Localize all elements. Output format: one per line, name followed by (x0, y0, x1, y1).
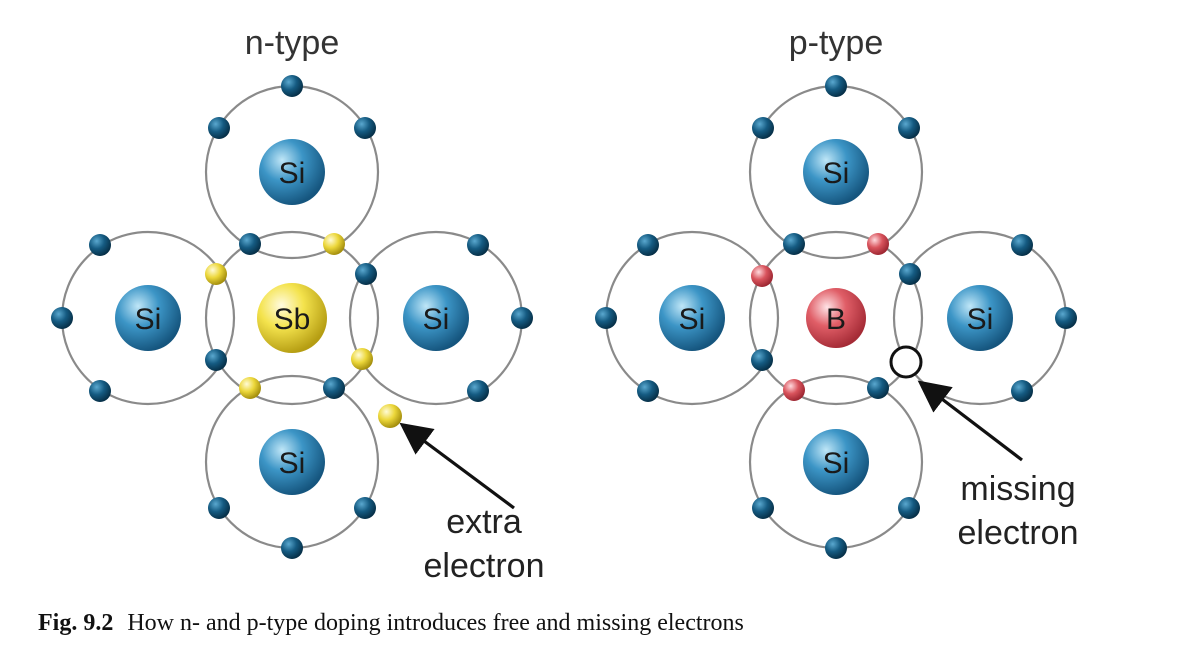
electron-dot-icon (783, 233, 805, 255)
atom-label: Si (135, 303, 162, 336)
extra-electron-dot-icon (378, 404, 402, 428)
caption-text: How n- and p-type doping introduces free… (127, 610, 744, 636)
atom-label: Sb (274, 303, 311, 336)
donor-electron-dot-icon (323, 233, 345, 255)
atom-label: Si (967, 303, 994, 336)
ntype-orbit-center (204, 230, 380, 406)
electron-dot-icon (467, 234, 489, 256)
ptype-orbits (604, 84, 1068, 550)
ptype-title: p-type (789, 24, 884, 62)
antimony-atom-icon: Sb (257, 283, 327, 353)
silicon-atom-icon: Si (115, 285, 181, 351)
silicon-atom-icon: Si (659, 285, 725, 351)
ptype-atoms: Si Si B Si Si (659, 139, 1013, 495)
electron-dot-icon (752, 117, 774, 139)
atom-label: B (826, 303, 846, 336)
ntype-electrons (51, 75, 533, 559)
silicon-atom-icon: Si (803, 139, 869, 205)
atom-label: Si (279, 447, 306, 480)
ptype-annotation-line2: electron (958, 514, 1079, 552)
electron-dot-icon (208, 117, 230, 139)
figure-caption: Fig. 9.2 How n- and p-type doping introdu… (38, 610, 744, 637)
atom-label: Si (279, 157, 306, 190)
silicon-atom-icon: Si (947, 285, 1013, 351)
figure-number: Fig. 9.2 (38, 610, 114, 636)
atom-label: Si (679, 303, 706, 336)
donor-electron-dot-icon (239, 377, 261, 399)
electron-dot-icon (323, 377, 345, 399)
atom-label: Si (423, 303, 450, 336)
silicon-atom-icon: Si (803, 429, 869, 495)
ptype-orbit-center (748, 230, 924, 406)
electron-dot-icon (511, 307, 533, 329)
arrow-icon (917, 380, 1023, 462)
doping-diagram: n-type (51, 24, 1078, 585)
electron-dot-icon (281, 537, 303, 559)
electron-dot-icon (281, 75, 303, 97)
electron-dot-icon (1011, 380, 1033, 402)
electron-dot-icon (1011, 234, 1033, 256)
electron-dot-icon (825, 537, 847, 559)
hole-circle-icon (889, 345, 923, 379)
ntype-annotation-line2: electron (424, 547, 545, 585)
silicon-atom-icon: Si (259, 429, 325, 495)
acceptor-electron-dot-icon (867, 233, 889, 255)
silicon-atom-icon: Si (259, 139, 325, 205)
silicon-atom-icon: Si (403, 285, 469, 351)
electron-dot-icon (637, 234, 659, 256)
electron-dot-icon (751, 349, 773, 371)
atom-label: Si (823, 157, 850, 190)
electron-dot-icon (89, 234, 111, 256)
acceptor-electron-dot-icon (751, 265, 773, 287)
electron-dot-icon (205, 349, 227, 371)
ntype-title: n-type (245, 24, 340, 62)
arrow-icon (399, 422, 515, 510)
ntype-annotation-line1: extra (446, 503, 522, 541)
electron-dot-icon (898, 117, 920, 139)
ptype-electrons (595, 75, 1077, 559)
donor-electron-dot-icon (205, 263, 227, 285)
ptype-panel: p-type (595, 24, 1078, 559)
electron-dot-icon (899, 263, 921, 285)
electron-dot-icon (467, 380, 489, 402)
electron-dot-icon (898, 497, 920, 519)
electron-dot-icon (89, 380, 111, 402)
electron-dot-icon (867, 377, 889, 399)
ntype-atoms: Si Si Sb Si Si (115, 139, 469, 495)
acceptor-electron-dot-icon (783, 379, 805, 401)
electron-dot-icon (637, 380, 659, 402)
ntype-panel: n-type (51, 24, 544, 585)
electron-dot-icon (1055, 307, 1077, 329)
electron-dot-icon (355, 263, 377, 285)
electron-dot-icon (51, 307, 73, 329)
electron-dot-icon (354, 497, 376, 519)
electron-dot-icon (208, 497, 230, 519)
electron-dot-icon (239, 233, 261, 255)
electron-dot-icon (752, 497, 774, 519)
boron-atom-icon: B (806, 288, 866, 348)
donor-electron-dot-icon (351, 348, 373, 370)
atom-label: Si (823, 447, 850, 480)
electron-dot-icon (595, 307, 617, 329)
electron-dot-icon (825, 75, 847, 97)
electron-dot-icon (354, 117, 376, 139)
ptype-annotation-line1: missing (960, 470, 1075, 508)
